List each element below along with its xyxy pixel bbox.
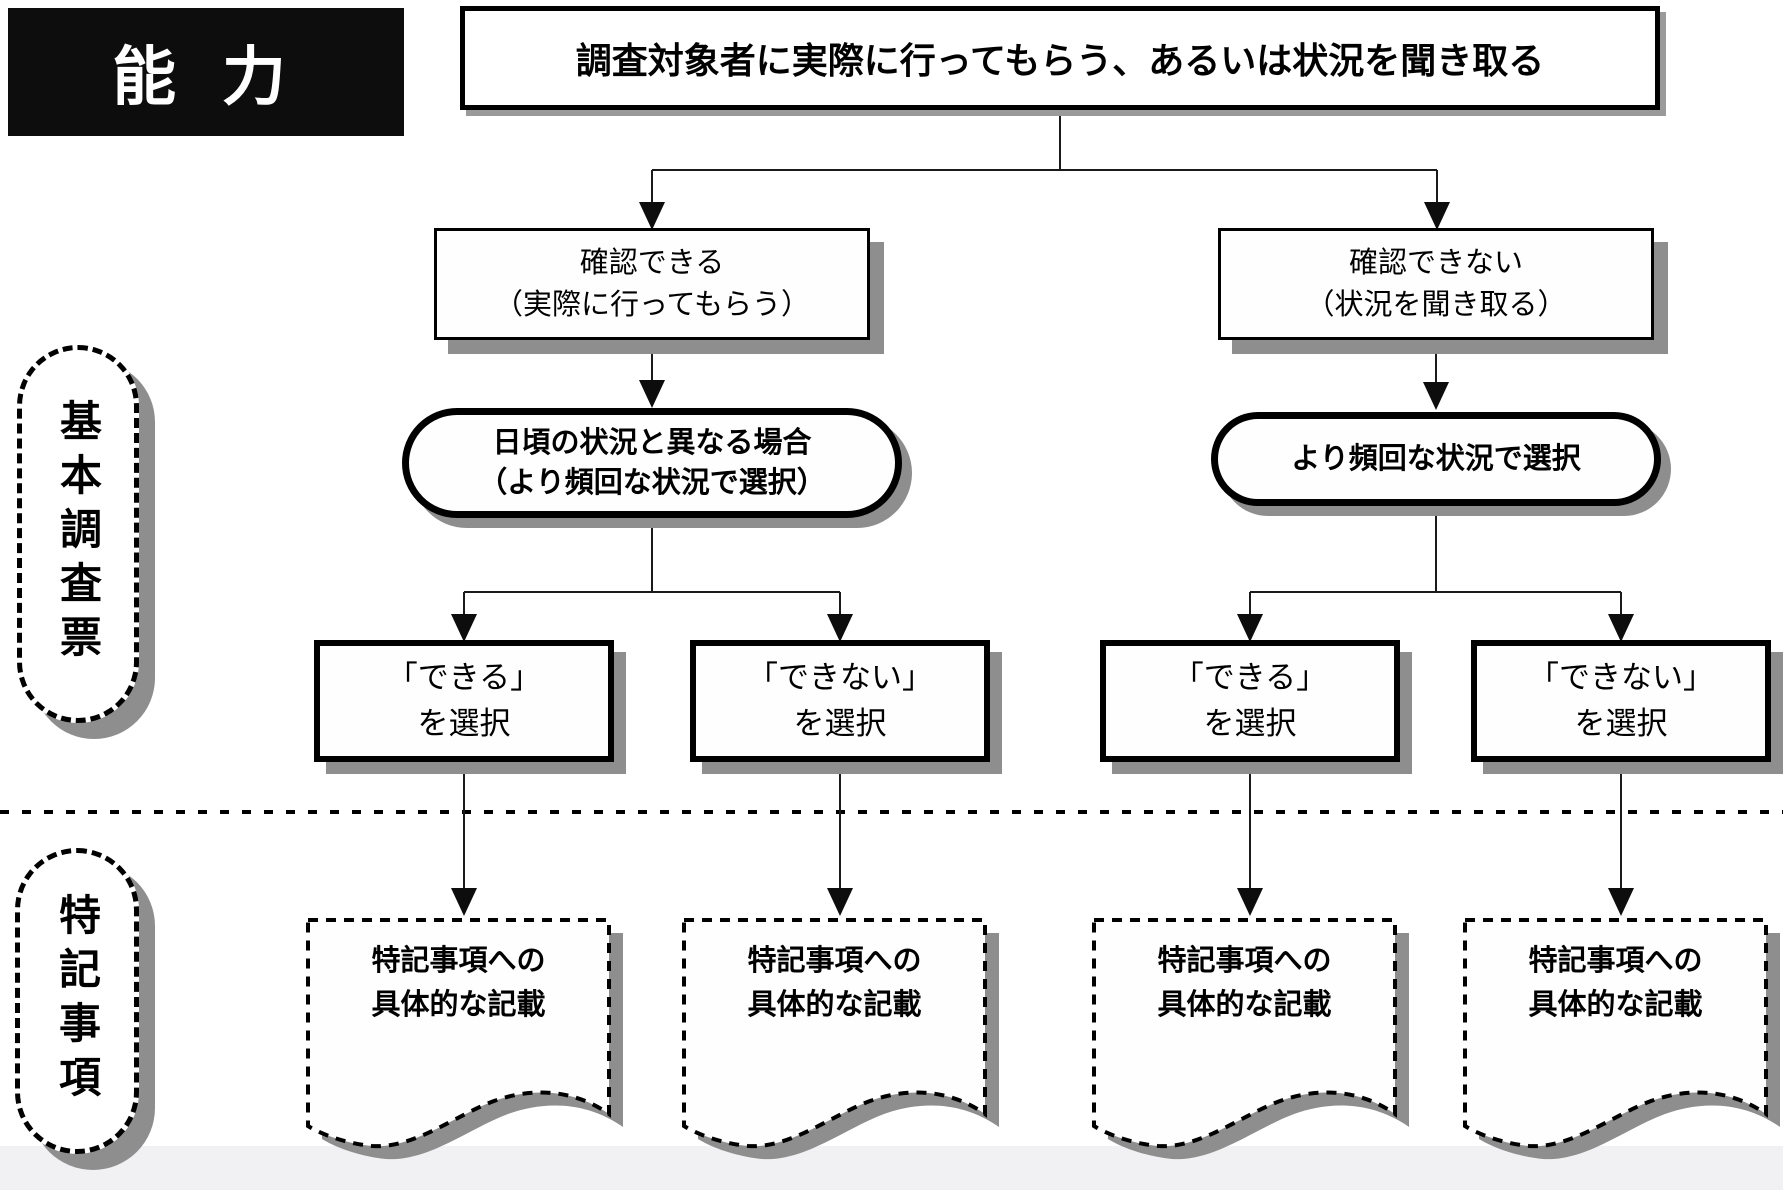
doc4-line2: 具体的な記載 (1528, 988, 1703, 1021)
condition-not-confirmable-line2: （状況を聞き取る） (1305, 289, 1567, 321)
condition-not-confirmable-line1: 確認できない (1348, 246, 1523, 279)
special-notes-document-4: 特記事項への 具体的な記載 (1463, 918, 1780, 1164)
special-notes-document-2: 特記事項への 具体的な記載 (682, 918, 999, 1164)
document-shape (1092, 918, 1409, 1160)
root-process-box: 調査対象者に実際に行ってもらう、あるいは状況を聞き取る (460, 6, 1660, 110)
special-notes-label: 特記事項 (53, 893, 101, 1109)
condition-confirmable-line2: （実際に行ってもらう） (493, 289, 811, 321)
doc2-line1: 特記事項への (747, 945, 922, 977)
document-shape (682, 918, 999, 1160)
bottom-band (0, 1146, 1783, 1190)
condition-box-not-confirmable: 確認できない （状況を聞き取る） (1218, 228, 1654, 340)
condition-box-confirmable: 確認できる （実際に行ってもらう） (434, 228, 870, 340)
select-can-box-left: 「できる」 を選択 (314, 640, 614, 762)
root-branch-lines (463, 110, 1622, 890)
special-notes-document-1: 特記事項への 具体的な記載 (306, 918, 623, 1164)
condition-confirmable-line1: 確認できる (579, 246, 725, 279)
select-cannot-box-right: 「できない」 を選択 (1471, 640, 1771, 762)
select-can-left-line2: を選択 (417, 706, 511, 741)
rule-left-line1: 日頃の状況と異なる場合 (492, 426, 812, 459)
document-shape (1463, 918, 1780, 1160)
doc1-line2: 具体的な記載 (371, 988, 546, 1021)
rule-right-line1: より頻回な状況で選択 (1291, 442, 1581, 475)
arrowheads (451, 202, 1634, 916)
category-label-box: 能 力 (8, 8, 404, 136)
category-label: 能 力 (112, 41, 300, 113)
basic-survey-label: 基本調査票 (54, 399, 102, 669)
select-can-right-line2: を選択 (1203, 706, 1297, 741)
section-label-basic-survey: 基本調査票 (17, 345, 139, 723)
select-can-box-right: 「できる」 を選択 (1100, 640, 1400, 762)
select-can-right-line1: 「できる」 (1172, 659, 1328, 695)
rule-stadium-left: 日頃の状況と異なる場合 （より頻回な状況で選択） (402, 408, 902, 518)
section-label-special-notes: 特記事項 (15, 848, 139, 1154)
doc1-line1: 特記事項への (371, 945, 546, 977)
select-cannot-left-line1: 「できない」 (747, 659, 933, 695)
select-cannot-right-line2: を選択 (1574, 706, 1668, 741)
select-cannot-right-line1: 「できない」 (1528, 659, 1714, 695)
rule-left-line2: （より頻回な状況で選択） (478, 467, 826, 499)
doc4-line1: 特記事項への (1528, 945, 1703, 977)
rule-stadium-right: より頻回な状況で選択 (1211, 412, 1661, 506)
select-cannot-box-left: 「できない」 を選択 (690, 640, 990, 762)
select-cannot-left-line2: を選択 (793, 706, 887, 741)
root-process-text: 調査対象者に実際に行ってもらう、あるいは状況を聞き取る (575, 40, 1545, 81)
doc3-line1: 特記事項への (1157, 945, 1332, 977)
doc3-line2: 具体的な記載 (1157, 988, 1332, 1021)
doc2-line2: 具体的な記載 (747, 988, 922, 1021)
document-shape (306, 918, 623, 1160)
special-notes-document-3: 特記事項への 具体的な記載 (1092, 918, 1409, 1164)
select-can-left-line1: 「できる」 (386, 659, 542, 695)
